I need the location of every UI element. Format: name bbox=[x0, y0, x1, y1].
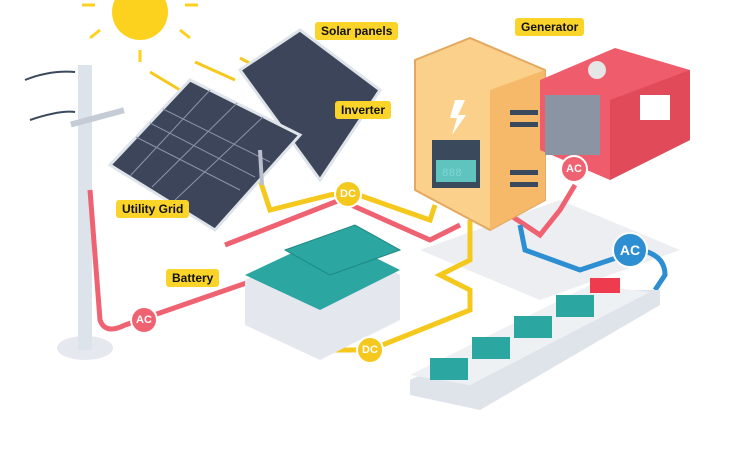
dc-badge: DC bbox=[334, 180, 362, 208]
utility-pole bbox=[24, 65, 125, 360]
label-utility-grid: Utility Grid bbox=[116, 200, 190, 218]
ac-output-badge: AC bbox=[612, 232, 648, 268]
ac-badge: AC bbox=[560, 155, 588, 183]
generator bbox=[540, 48, 690, 180]
label-solar-panels: Solar panels bbox=[315, 22, 399, 40]
power-strip bbox=[410, 278, 660, 410]
inverter-display: 888 bbox=[442, 168, 462, 180]
label-battery: Battery bbox=[166, 269, 220, 287]
dc-badge: DC bbox=[356, 336, 384, 364]
battery bbox=[245, 224, 402, 360]
sun-icon bbox=[82, 0, 198, 62]
ac-badge: AC bbox=[130, 306, 158, 334]
label-generator: Generator bbox=[515, 18, 585, 36]
label-inverter: Inverter bbox=[335, 101, 392, 119]
solar-panels bbox=[107, 28, 383, 232]
inverter: 888 bbox=[414, 36, 546, 232]
